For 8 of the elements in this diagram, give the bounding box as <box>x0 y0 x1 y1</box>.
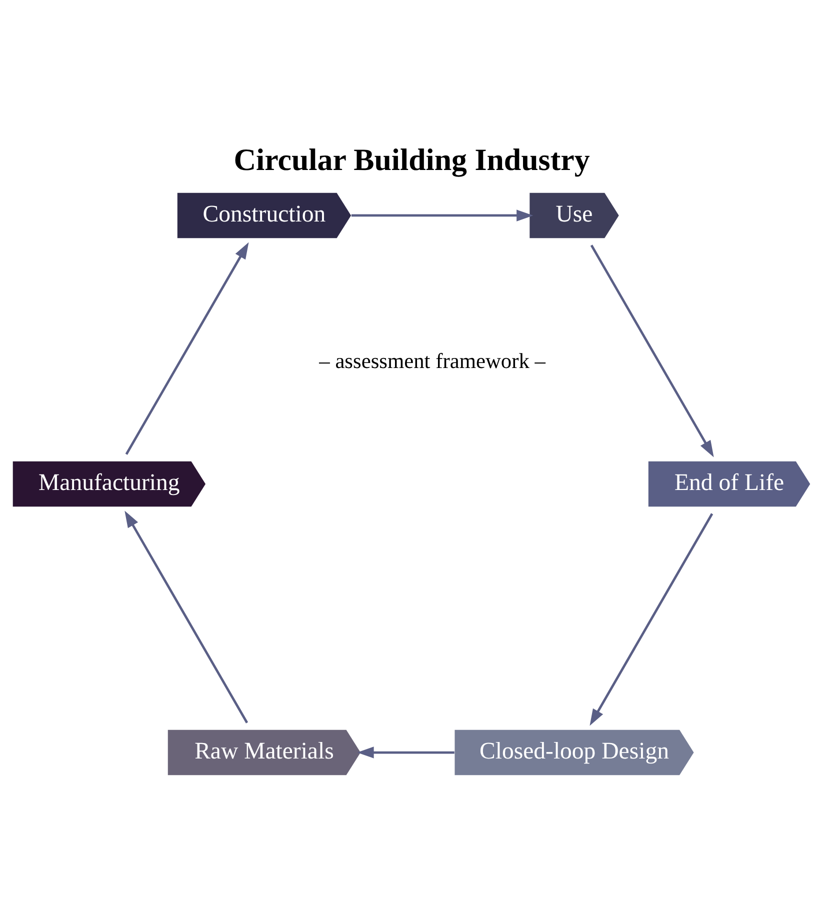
arrow <box>357 746 454 758</box>
arrow <box>351 209 534 221</box>
diagram-title: Circular Building Industry <box>234 142 590 177</box>
arrow <box>590 512 714 726</box>
arrow <box>590 244 714 457</box>
arrow <box>124 510 248 723</box>
label: – assessment framework – <box>319 348 546 372</box>
arrow <box>125 242 249 454</box>
